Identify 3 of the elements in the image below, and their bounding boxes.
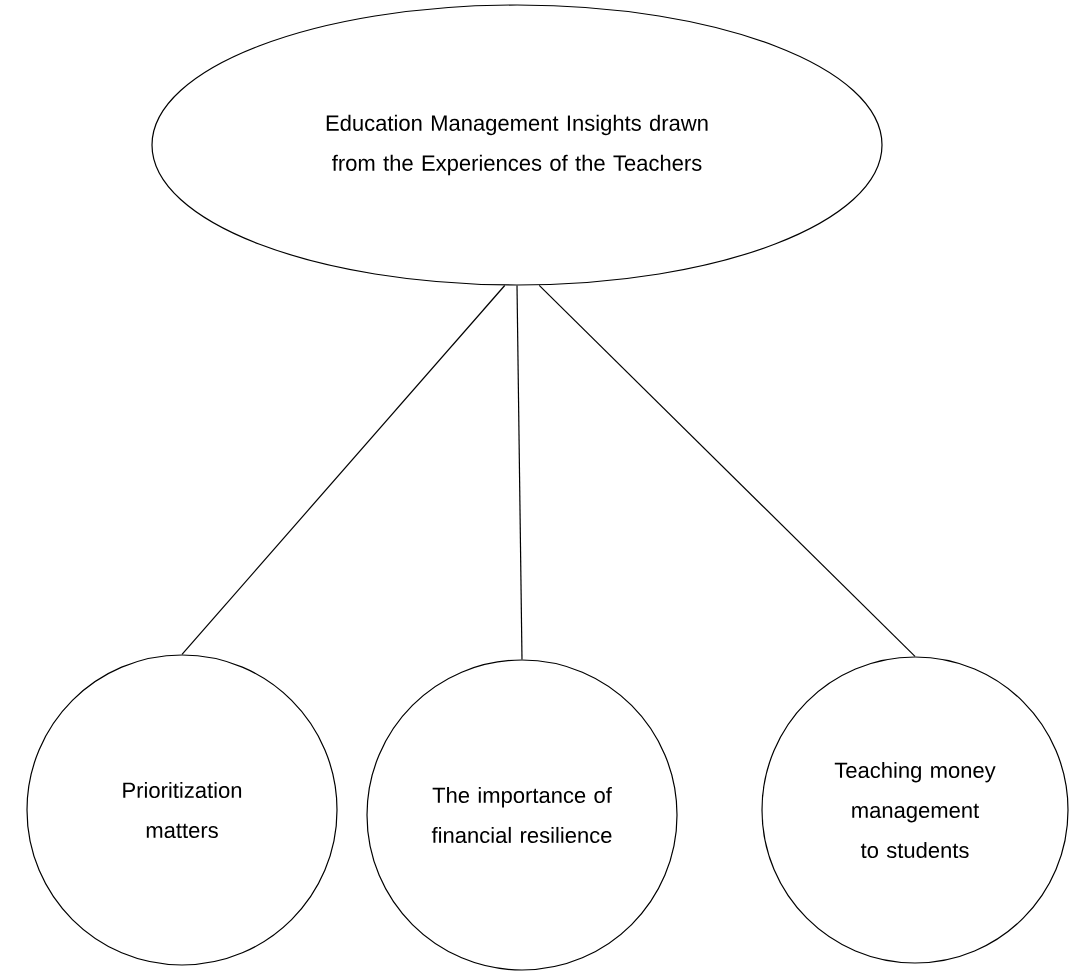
connector-line [538,284,916,657]
connector-line [181,284,506,655]
connector-line [516,285,523,660]
